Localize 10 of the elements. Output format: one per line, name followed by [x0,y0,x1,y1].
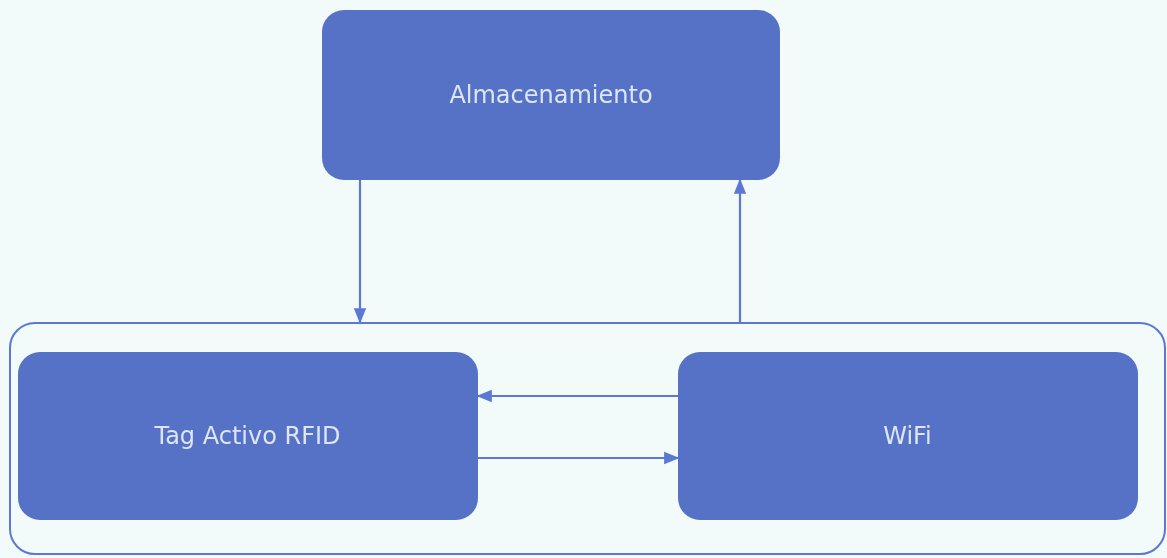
box-label: Almacenamiento [449,81,653,109]
box-label: WiFi [883,421,932,450]
process-box [17,351,478,520]
box-label: Tag Activo RFID [154,421,341,450]
arrow [353,180,367,324]
arrow [733,178,747,322]
process-box [322,10,780,180]
group-frame [9,322,1166,555]
process-box [677,351,1138,520]
arrow [476,389,678,403]
